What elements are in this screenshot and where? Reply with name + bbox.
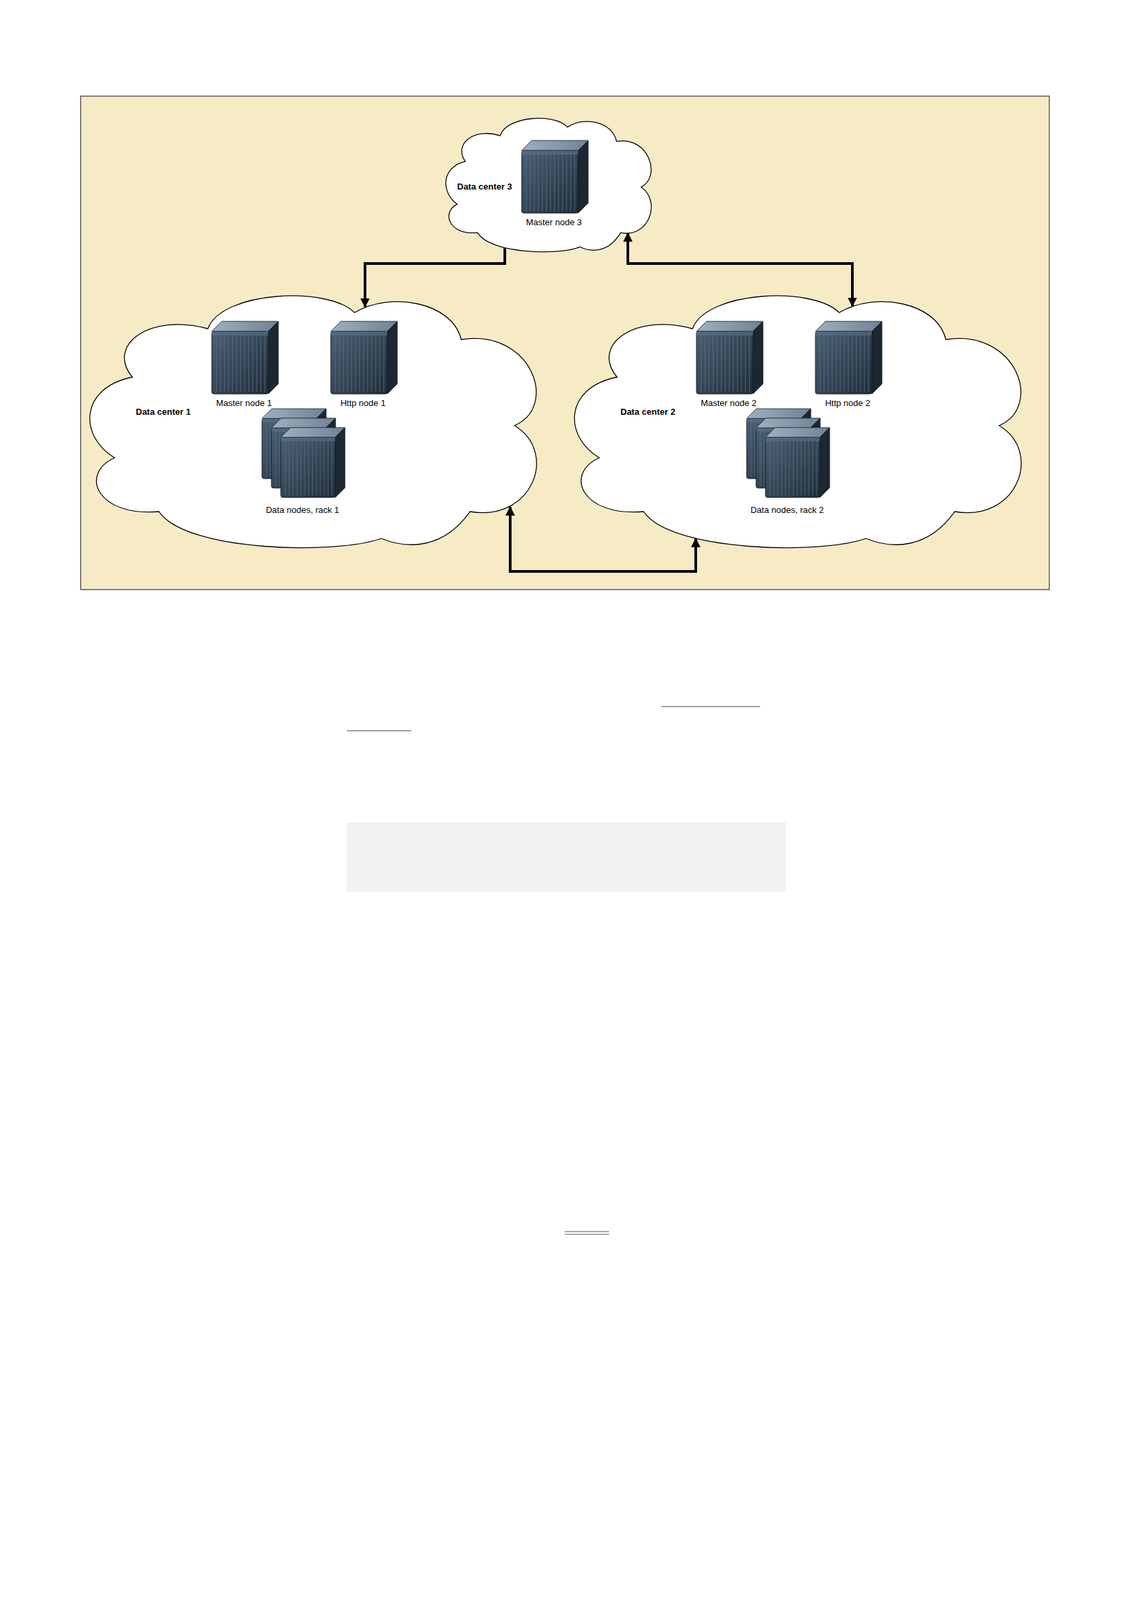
- data-center-label: Data center 2: [620, 406, 676, 417]
- server-icon: [811, 319, 884, 396]
- server-icon: [692, 319, 765, 396]
- server-icon-part: [521, 140, 589, 214]
- server-node: Data nodes, rack 1: [241, 403, 363, 515]
- data-center-label: Data center 3: [457, 181, 513, 192]
- server-label: Data nodes, rack 2: [726, 504, 848, 515]
- server-label: Http node 2: [807, 397, 888, 409]
- server-icon-part: [330, 321, 398, 394]
- server-node: Http node 2: [807, 319, 888, 409]
- server-icon: [517, 138, 591, 216]
- server-label: Http node 1: [322, 397, 404, 409]
- server-icon: [207, 319, 281, 396]
- server-node: Master node 3: [513, 138, 595, 228]
- data-center-label: Data center 1: [135, 406, 191, 417]
- server-label: Data nodes, rack 1: [241, 504, 363, 515]
- server-node: Master node 2: [688, 319, 770, 409]
- underline: [661, 706, 761, 708]
- double-underline: [564, 1231, 610, 1233]
- server-icon-part: [765, 427, 830, 498]
- data-center-cloud: Data center 1 Master node 1 Http node 1 Dat…: [96, 285, 542, 555]
- server-label: Master node 1: [203, 397, 285, 409]
- cloud-shape: [574, 295, 1022, 548]
- server-node: Http node 1: [322, 319, 404, 409]
- data-center-cloud: Data center 2 Master node 2 Http node 2 Dat…: [581, 285, 1026, 555]
- underline: [346, 730, 412, 732]
- diagram-panel: [80, 96, 1050, 590]
- cloud-shape: [445, 118, 652, 253]
- double-underline: [564, 1234, 610, 1235]
- server-label: Master node 3: [513, 217, 595, 228]
- server-icon-part: [696, 321, 763, 394]
- connector: [365, 248, 505, 307]
- server-node: Data nodes, rack 2: [726, 403, 848, 515]
- server-icon: [326, 319, 400, 396]
- server-node: Master node 1: [203, 319, 285, 409]
- server-label: Master node 2: [688, 397, 770, 409]
- connector: [627, 233, 853, 306]
- data-center-cloud: Data center 3 Master node 3: [449, 112, 654, 256]
- server-icon-part: [280, 427, 345, 498]
- grey-block: [346, 822, 786, 893]
- cloud-shape: [90, 295, 538, 548]
- server-icon: [258, 403, 347, 503]
- server-icon-part: [211, 321, 279, 394]
- server-icon-part: [815, 321, 882, 394]
- server-icon: [742, 403, 832, 503]
